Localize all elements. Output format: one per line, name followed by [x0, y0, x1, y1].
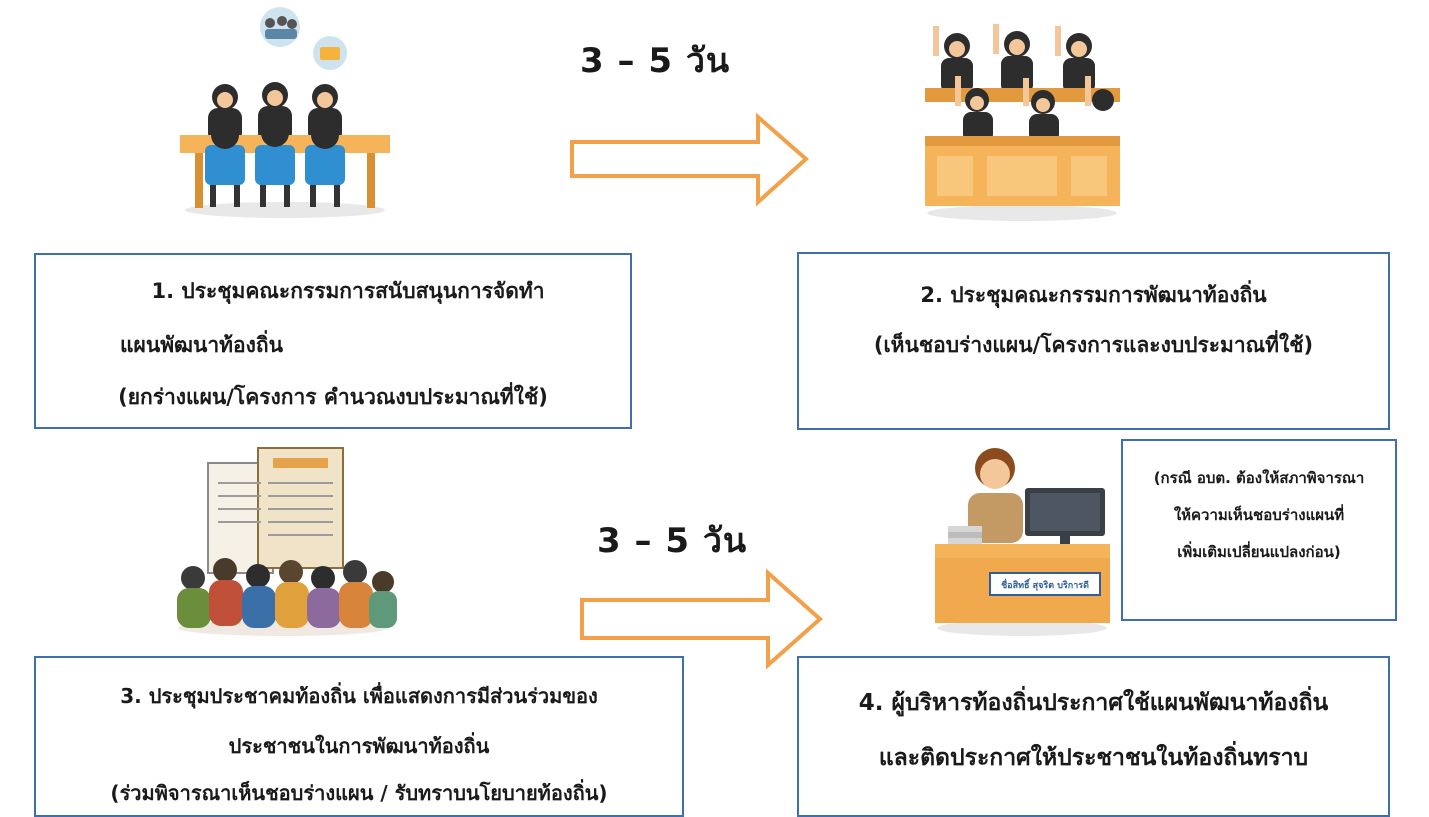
duration-label: 3 – 5 วัน: [580, 41, 731, 81]
executive-desk-icon: ชื่อสิทธิ์ สุจริต บริการดี: [930, 438, 1115, 638]
step-4-title: 4. ผู้บริหารท้องถิ่นประกาศใช้แผนพัฒนาท้อ…: [858, 690, 1329, 716]
step-1-box: 1. ประชุมคณะกรรมการสนับสนุนการจัดทำ แผนพ…: [34, 253, 632, 429]
step-3-detail: (ร่วมพิจารณาเห็นชอบร่างแผน / รับทราบนโยบ…: [110, 781, 608, 805]
step-3-title-cont: ประชาชนในการพัฒนาท้องถิ่น: [228, 734, 490, 758]
step-4-detail: และติดประกาศให้ประชาชนในท้องถิ่นทราบ: [878, 745, 1309, 771]
step-1-detail: (ยกร่างแผน/โครงการ คำนวณงบประมาณที่ใช้): [118, 385, 548, 409]
note-box: (กรณี อบต. ต้องให้สภาพิจารณา ให้ความเห็น…: [1121, 439, 1397, 621]
step-2-box: 2. ประชุมคณะกรรมการพัฒนาท้องถิ่น (เห็นชอ…: [797, 252, 1390, 430]
note-line-3: เพิ่มเติมเปลี่ยนแปลงก่อน): [1177, 543, 1341, 561]
right-arrow-icon: [568, 112, 813, 207]
note-line-2: ให้ความเห็นชอบร่างแผนที่: [1173, 506, 1345, 524]
step-2-detail: (เห็นชอบร่างแผน/โครงการและงบประมาณที่ใช้…: [873, 333, 1314, 357]
council-vote-icon: [915, 18, 1130, 223]
step-2-title: 2. ประชุมคณะกรรมการพัฒนาท้องถิ่น: [920, 283, 1267, 307]
nameplate: ชื่อสิทธิ์ สุจริต บริการดี: [1001, 581, 1089, 591]
right-arrow-icon: [578, 568, 826, 670]
duration-label: 3 – 5 วัน: [597, 521, 748, 561]
step-4-box: 4. ผู้บริหารท้องถิ่นประกาศใช้แผนพัฒนาท้อ…: [797, 656, 1390, 817]
step-3-box: 3. ประชุมประชาคมท้องถิ่น เพื่อแสดงการมีส…: [34, 656, 684, 817]
step-1-title-cont: แผนพัฒนาท้องถิ่น: [120, 333, 283, 357]
note-line-1: (กรณี อบต. ต้องให้สภาพิจารณา: [1153, 469, 1365, 487]
step-3-title: 3. ประชุมประชาคมท้องถิ่น เพื่อแสดงการมีส…: [120, 684, 598, 708]
step-1-title: 1. ประชุมคณะกรรมการสนับสนุนการจัดทำ: [151, 279, 545, 303]
committee-meeting-icon: [170, 5, 400, 220]
community-forum-icon: [163, 438, 403, 638]
